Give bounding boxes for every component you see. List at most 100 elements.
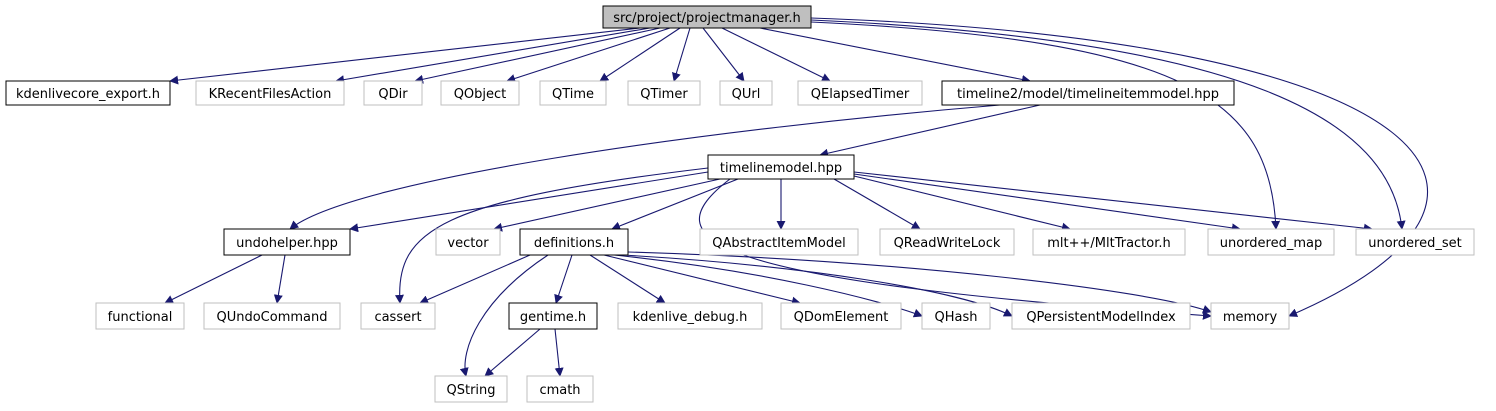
node-label: QDomElement bbox=[794, 310, 889, 325]
edge-root-to-QElapsedTimer bbox=[721, 27, 831, 82]
node-functional: functional bbox=[95, 302, 185, 330]
edge-root-to-QObject bbox=[506, 27, 671, 83]
node-MltTractor: mlt++/MltTractor.h bbox=[1032, 228, 1186, 256]
node-box bbox=[602, 5, 812, 29]
node-box bbox=[617, 302, 763, 330]
node-label: definitions.h bbox=[534, 236, 614, 251]
node-KRecentFilesAction: KRecentFilesAction bbox=[195, 80, 345, 106]
node-label: QString bbox=[446, 383, 495, 398]
node-label: QDir bbox=[378, 87, 408, 102]
edge-timelinemodel-to-MltTractor bbox=[853, 175, 1071, 232]
node-box bbox=[223, 228, 351, 256]
edge-root-to-QDir bbox=[414, 27, 661, 84]
node-box bbox=[5, 80, 171, 106]
edge-definitions-to-QDomElement bbox=[603, 254, 801, 306]
node-timelinemodel[interactable]: timelinemodel.hpp bbox=[707, 154, 855, 180]
node-label: vector bbox=[447, 236, 489, 251]
edge-timelinemodel-to-undohelper bbox=[349, 171, 709, 233]
edge-timelineitemmodel-to-timelinemodel bbox=[819, 104, 1041, 158]
edge-definitions-to-gentime bbox=[554, 254, 573, 304]
edge-root-to-timelineitemmodel bbox=[759, 27, 1031, 84]
node-QPersistentModelIndex: QPersistentModelIndex bbox=[1011, 302, 1191, 330]
edge-timelinemodel-to-unordered_map bbox=[853, 173, 1241, 233]
edge-gentime-to-cmath bbox=[554, 328, 564, 377]
node-box bbox=[519, 228, 629, 256]
node-box bbox=[780, 302, 902, 330]
edge-definitions-to-kdenlive_debug bbox=[589, 254, 666, 304]
node-label: QTimer bbox=[640, 87, 688, 102]
node-box bbox=[434, 375, 508, 403]
node-label: unordered_map bbox=[1220, 236, 1323, 251]
node-box bbox=[440, 80, 520, 106]
node-label: timelinemodel.hpp bbox=[720, 161, 842, 176]
edge-definitions-to-QString bbox=[459, 254, 549, 377]
node-label: cmath bbox=[539, 383, 580, 398]
node-label: QElapsedTimer bbox=[811, 87, 910, 102]
edge-timelinemodel-to-QReadWriteLock bbox=[833, 178, 921, 230]
edge-definitions-to-cassert bbox=[419, 254, 531, 304]
node-label: memory bbox=[1223, 310, 1278, 325]
node-box bbox=[1355, 228, 1475, 256]
edge-timelinemodel-to-definitions bbox=[611, 178, 739, 231]
node-label: QPersistentModelIndex bbox=[1026, 310, 1176, 325]
node-label: unordered_set bbox=[1368, 236, 1461, 251]
node-kdenlive_debug: kdenlive_debug.h bbox=[617, 302, 763, 330]
edge-root-to-memory bbox=[810, 17, 1428, 317]
node-memory: memory bbox=[1210, 302, 1290, 330]
node-box bbox=[363, 80, 423, 106]
edge-undohelper-to-functional bbox=[164, 254, 263, 304]
edge-root-to-QTime bbox=[599, 27, 681, 82]
node-undohelper[interactable]: undohelper.hpp bbox=[223, 228, 351, 256]
node-unordered_set: unordered_set bbox=[1355, 228, 1475, 256]
node-box bbox=[95, 302, 185, 330]
node-label: QAbstractItemModel bbox=[712, 236, 845, 251]
node-label: QObject bbox=[454, 87, 507, 102]
edge-root-to-unordered_set bbox=[810, 19, 1406, 230]
node-QDir: QDir bbox=[363, 80, 423, 106]
node-label: QUndoCommand bbox=[216, 310, 327, 325]
node-QElapsedTimer: QElapsedTimer bbox=[797, 80, 923, 106]
node-box bbox=[699, 228, 859, 256]
node-vector: vector bbox=[435, 228, 501, 256]
node-box bbox=[360, 302, 436, 330]
node-timelineitemmodel[interactable]: timeline2/model/timelineitemmodel.hpp bbox=[941, 80, 1235, 106]
node-QDomElement: QDomElement bbox=[780, 302, 902, 330]
node-box bbox=[435, 228, 501, 256]
edge-root-to-KRecentFilesAction bbox=[335, 27, 651, 85]
node-QObject: QObject bbox=[440, 80, 520, 106]
edge-timelinemodel-to-unordered_set bbox=[853, 171, 1373, 233]
node-QUndoCommand: QUndoCommand bbox=[203, 302, 341, 330]
node-label: KRecentFilesAction bbox=[209, 87, 332, 102]
node-definitions[interactable]: definitions.h bbox=[519, 228, 629, 256]
node-label: undohelper.hpp bbox=[236, 236, 338, 251]
edge-root-to-QUrl bbox=[702, 27, 745, 82]
node-kdenlivecore_export[interactable]: kdenlivecore_export.h bbox=[5, 80, 171, 106]
node-unordered_map: unordered_map bbox=[1207, 228, 1335, 256]
edge-undohelper-to-QUndoCommand bbox=[273, 254, 286, 304]
node-box bbox=[1011, 302, 1191, 330]
node-box bbox=[719, 80, 773, 106]
edge-root-to-QTimer bbox=[672, 27, 691, 82]
edges-layer bbox=[164, 17, 1428, 377]
node-label: QUrl bbox=[732, 87, 761, 102]
node-label: timeline2/model/timelineitemmodel.hpp bbox=[957, 87, 1219, 102]
node-label: QReadWriteLock bbox=[894, 236, 1001, 251]
node-box bbox=[921, 302, 991, 330]
nodes-layer: src/project/projectmanager.hkdenlivecore… bbox=[5, 5, 1475, 403]
node-label: kdenlive_debug.h bbox=[633, 310, 748, 325]
node-box bbox=[797, 80, 923, 106]
node-box bbox=[1210, 302, 1290, 330]
node-QTimer: QTimer bbox=[627, 80, 701, 106]
node-label: cassert bbox=[374, 310, 421, 325]
node-box bbox=[526, 375, 594, 403]
node-gentime[interactable]: gentime.h bbox=[508, 302, 598, 330]
node-label: QHash bbox=[935, 310, 978, 325]
node-box bbox=[508, 302, 598, 330]
node-QAbstractItemModel: QAbstractItemModel bbox=[699, 228, 859, 256]
node-QTime: QTime bbox=[539, 80, 607, 106]
node-box bbox=[941, 80, 1235, 106]
node-QReadWriteLock: QReadWriteLock bbox=[879, 228, 1015, 256]
node-label: gentime.h bbox=[520, 310, 586, 325]
edge-timelinemodel-to-cassert bbox=[394, 167, 709, 304]
